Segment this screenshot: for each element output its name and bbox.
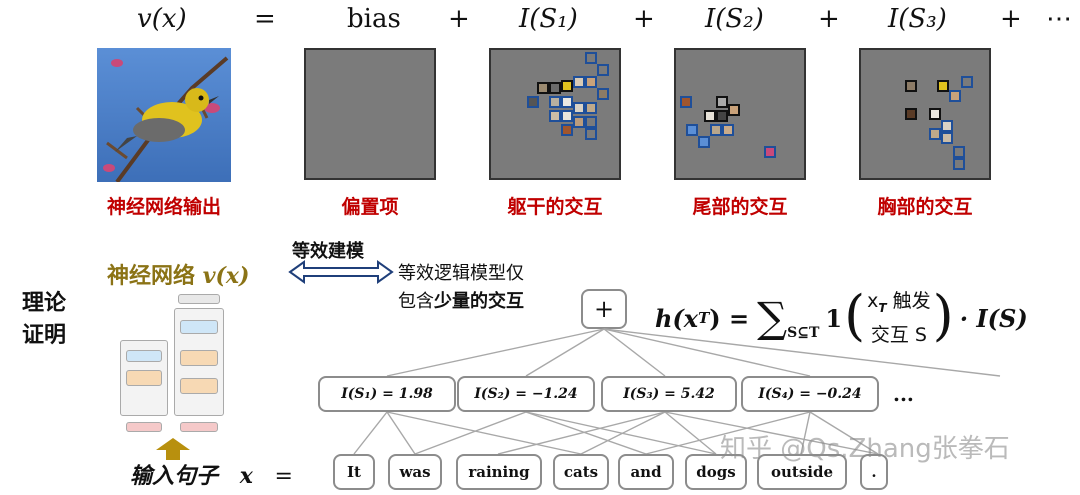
interaction-node-3: I(S₃) = 5.42 <box>601 376 737 412</box>
torso-interaction-panel <box>489 48 621 180</box>
input-sentence-label: 输入句子 x = <box>130 463 293 489</box>
bias-term: bias <box>347 4 401 34</box>
token-cats: cats <box>553 454 609 490</box>
transformer-diagram <box>112 290 234 432</box>
interaction-node-2: I(S₂) = −1.24 <box>457 376 595 412</box>
tail-interaction-panel <box>674 48 806 180</box>
interaction-term-2: I(S₂) <box>705 4 764 34</box>
double-arrow-icon <box>288 260 394 284</box>
plus-sign-4: + <box>1000 4 1022 34</box>
caption-bias: 偏置项 <box>341 196 399 218</box>
caption-chest: 胸部的交互 <box>877 196 973 218</box>
equiv-logic-text: 等效逻辑模型仅 包含少量的交互 <box>398 263 524 312</box>
token-dogs: dogs <box>685 454 747 490</box>
token-period: . <box>860 454 888 490</box>
equiv-modeling-label: 等效建模 <box>292 241 364 262</box>
plus-sign-3: + <box>818 4 840 34</box>
interactions-ellipsis: ... <box>893 382 914 406</box>
interaction-node-4: I(S₄) = −0.24 <box>741 376 879 412</box>
caption-torso: 躯干的交互 <box>507 196 603 218</box>
plus-sign-2: + <box>633 4 655 34</box>
token-was: was <box>388 454 442 490</box>
interaction-node-1: I(S₁) = 1.98 <box>318 376 456 412</box>
caption-nn-output: 神经网络输出 <box>106 196 221 218</box>
bias-panel <box>304 48 436 180</box>
ellipsis: ⋯ <box>1046 4 1072 34</box>
plus-sign-1: + <box>448 4 470 34</box>
chest-interaction-panel <box>859 48 991 180</box>
sum-node: + <box>581 289 627 329</box>
token-it: It <box>333 454 375 490</box>
equals-sign: = <box>254 4 276 34</box>
watermark: 知乎 @Qs.Zhang张拳石 <box>720 434 1010 464</box>
interaction-term-1: I(S₁) <box>519 4 578 34</box>
token-outside: outside <box>757 454 847 490</box>
nn-label: 神经网络 v(x) <box>107 263 250 289</box>
bird-image <box>97 48 231 182</box>
interaction-term-3: I(S₃) <box>888 4 947 34</box>
theory-proof-label: 理论 证明 <box>22 291 67 348</box>
token-raining: raining <box>456 454 542 490</box>
caption-tail: 尾部的交互 <box>692 196 788 218</box>
up-arrow-icon <box>156 438 190 460</box>
token-and: and <box>618 454 674 490</box>
v-x-term: v(x) <box>137 4 187 34</box>
